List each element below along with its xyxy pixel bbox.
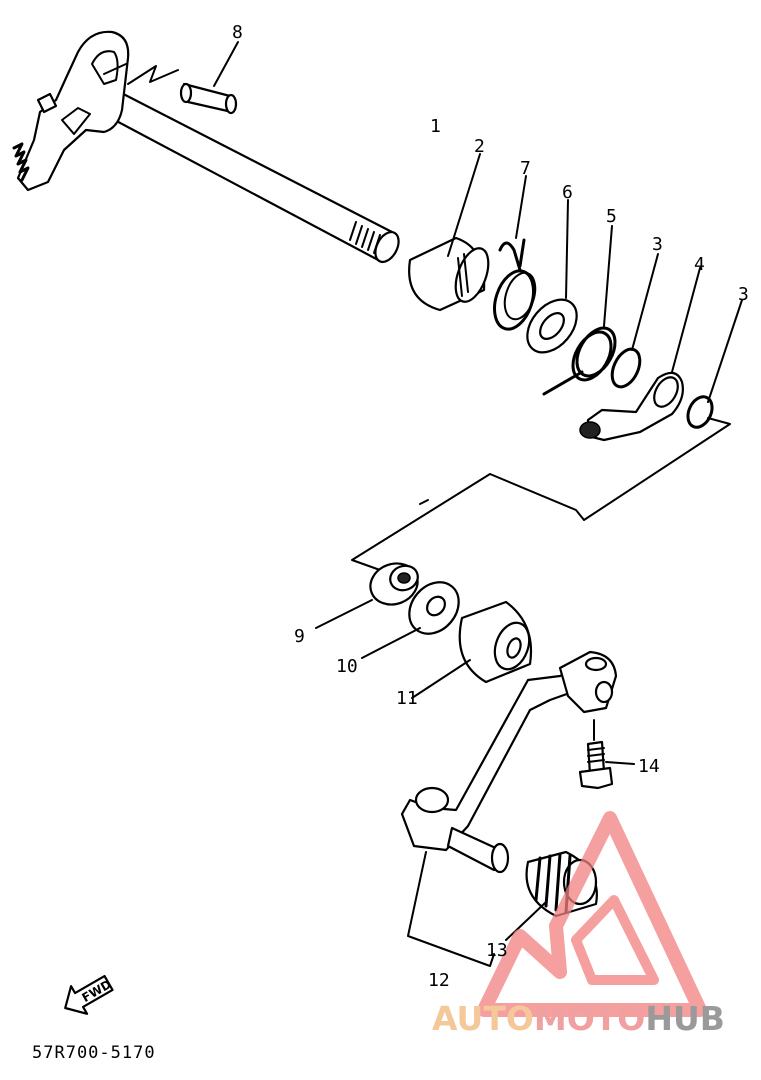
watermark-hub: HUB [645,999,725,1038]
spring-7 [493,175,537,331]
washer-6 [526,199,578,354]
label-1: 1 [430,116,441,137]
watermark-moto: MOTO [534,999,645,1038]
label-3b: 3 [738,284,749,305]
label-6: 6 [562,182,573,203]
watermark-text: AUTOMOTOHUB [432,999,725,1038]
bearing-9 [315,562,419,629]
drawing-code: 57R700-5170 [32,1043,156,1063]
leader-dash [419,499,429,505]
shift-pedal-12 [400,650,618,967]
assembly-leader [351,417,731,571]
circlip-3b [686,299,743,429]
label-3a: 3 [652,234,663,255]
bolt-14 [578,740,635,790]
spring-5 [542,225,617,396]
circlip-3a [610,253,659,389]
washer-10 [361,581,460,659]
label-13: 13 [486,940,508,961]
collar-2 [408,153,490,312]
label-4: 4 [694,254,705,275]
watermark-auto: AUTO [432,999,534,1038]
pin-8 [127,41,239,115]
fwd-arrow: FWD [64,974,114,1015]
label-14: 14 [638,756,660,777]
label-7: 7 [520,158,531,179]
label-10: 10 [336,656,358,677]
watermark-logo [477,811,707,1017]
label-12: 12 [428,970,450,991]
label-11: 11 [396,688,418,709]
label-9: 9 [294,626,305,647]
label-2: 2 [474,136,485,157]
shift-shaft [12,30,400,264]
label-8: 8 [232,22,243,43]
label-5: 5 [606,206,617,227]
lever-4 [579,267,701,442]
collar-11 [411,600,532,699]
